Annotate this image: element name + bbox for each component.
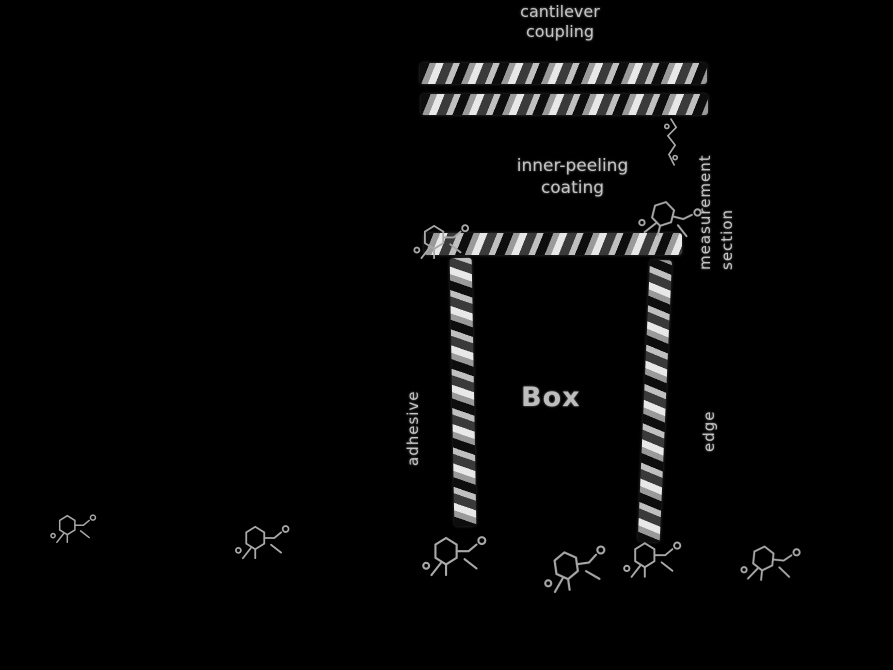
right-column-label: measurement section <box>696 105 736 270</box>
mid-label: inner-peeling coating <box>495 155 650 199</box>
molecule-cluster-4 <box>540 544 611 595</box>
molecule-cluster-5 <box>623 541 682 578</box>
upper-ribbon-1 <box>420 63 707 84</box>
right-pillar-ribbon <box>637 259 672 543</box>
left-pillar-ribbon <box>449 257 477 527</box>
molecule-cluster-3 <box>422 536 487 577</box>
mid-label-line2: coating <box>540 178 605 198</box>
right-column-label-line2: section <box>718 208 736 270</box>
left-pillar-label: adhesive <box>404 390 422 466</box>
center-box-label: Box <box>521 382 581 413</box>
cross-ribbon <box>424 233 682 255</box>
squiggle-connector <box>663 118 679 166</box>
right-pillar-label: edge <box>700 410 718 453</box>
molecule-cluster-6 <box>739 542 801 585</box>
molecule-cluster-1 <box>50 514 97 544</box>
upper-ribbon-2 <box>421 94 708 115</box>
mid-label-line1: inner-peeling <box>516 156 629 176</box>
molecule-cluster-2 <box>234 525 290 560</box>
top-label-line2: coupling <box>525 22 595 41</box>
top-label-line1: cantilever <box>520 2 600 21</box>
top-label: cantilever coupling <box>493 2 627 42</box>
